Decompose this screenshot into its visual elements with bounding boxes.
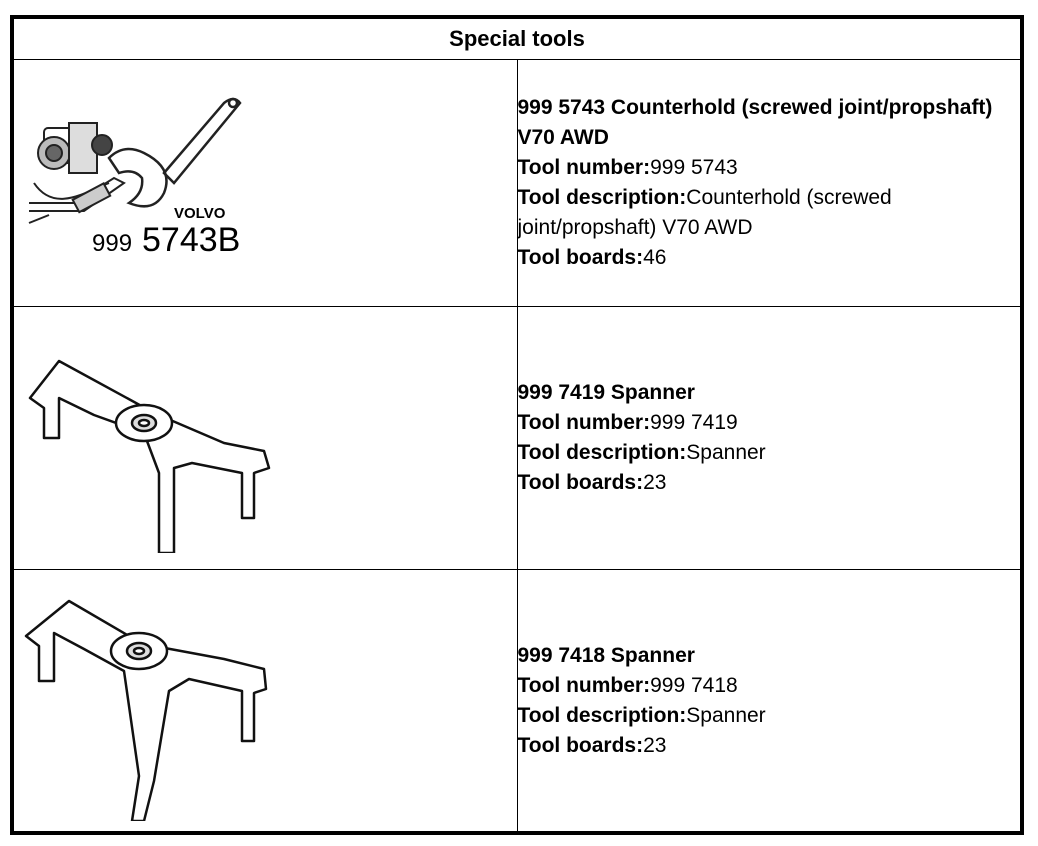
image-code-prefix-text: 999 xyxy=(92,230,132,257)
tool-boards-value: 23 xyxy=(643,733,667,757)
tool-image-cell: VOLVO 999 5743B xyxy=(13,59,518,307)
tool-info-cell: 999 5743 Counterhold (screwed joint/prop… xyxy=(516,59,1021,307)
tool-boards-label: Tool boards: xyxy=(517,733,644,757)
tool-image-cell xyxy=(13,569,518,832)
table-row: 999 7418 Spanner Tool number:999 7418 To… xyxy=(13,569,1021,832)
tool-info-cell: 999 7419 Spanner Tool number:999 7419 To… xyxy=(516,306,1021,570)
table-header: Special tools xyxy=(13,18,1021,60)
spanner-tool-icon xyxy=(28,359,271,553)
tool-boards-line: Tool boards:46 xyxy=(518,243,1021,273)
tool-title: 999 7418 Spanner xyxy=(517,643,695,667)
tool-description-label: Tool description: xyxy=(517,441,687,464)
tool-description-label: Tool description: xyxy=(517,186,687,209)
tool-boards-value: 46 xyxy=(643,246,667,269)
tool-description-line: Tool description:Spanner xyxy=(518,438,1021,468)
table-row: VOLVO 999 5743B 999 5743 Counterhold (sc… xyxy=(13,59,1021,307)
tool-number-line: Tool number:999 5743 xyxy=(518,153,1021,183)
tool-number-label: Tool number: xyxy=(517,411,651,434)
tool-description-line: Tool description:Counterhold (screwed jo… xyxy=(518,183,1021,243)
tool-number-label: Tool number: xyxy=(517,156,651,179)
tool-number-line: Tool number:999 7419 xyxy=(518,408,1021,438)
tool-boards-value: 23 xyxy=(643,471,667,494)
tool-number-value: 999 7419 xyxy=(650,411,738,434)
table-header-row: Special tools xyxy=(13,18,1021,60)
tool-description-value: Counterhold (screwed joint/propshaft) V7… xyxy=(517,186,892,239)
tool-boards-label: Tool boards: xyxy=(517,471,644,494)
tool-number-line: Tool number:999 7418 xyxy=(518,671,1021,701)
tool-boards-label: Tool boards: xyxy=(517,246,644,269)
tool-description-value: Spanner xyxy=(686,441,766,464)
spanner-tool-icon xyxy=(24,599,268,821)
tool-description-label: Tool description: xyxy=(517,703,687,727)
tool-number-value: 999 5743 xyxy=(650,156,738,179)
tool-description-value: Spanner xyxy=(686,703,766,727)
tool-boards-line: Tool boards:23 xyxy=(518,731,1021,761)
tool-number-value: 999 7418 xyxy=(650,673,738,697)
special-tools-sheet: Special tools xyxy=(10,15,1024,835)
image-brand-text: VOLVO xyxy=(174,205,226,222)
tool-info-cell: 999 7418 Spanner Tool number:999 7418 To… xyxy=(516,569,1021,832)
tool-title: 999 7419 Spanner xyxy=(517,381,695,404)
table-row: 999 7419 Spanner Tool number:999 7419 To… xyxy=(13,306,1021,570)
tool-boards-line: Tool boards:23 xyxy=(518,468,1021,498)
tool-title: 999 5743 Counterhold (screwed joint/prop… xyxy=(517,96,993,149)
image-code-text: 5743B xyxy=(142,221,240,259)
special-tools-table: Special tools xyxy=(13,18,1021,832)
tool-number-label: Tool number: xyxy=(517,673,651,697)
tool-image-cell xyxy=(13,306,518,570)
tool-description-line: Tool description:Spanner xyxy=(518,701,1021,731)
counterhold-tool-icon: VOLVO 999 5743B xyxy=(28,97,242,259)
